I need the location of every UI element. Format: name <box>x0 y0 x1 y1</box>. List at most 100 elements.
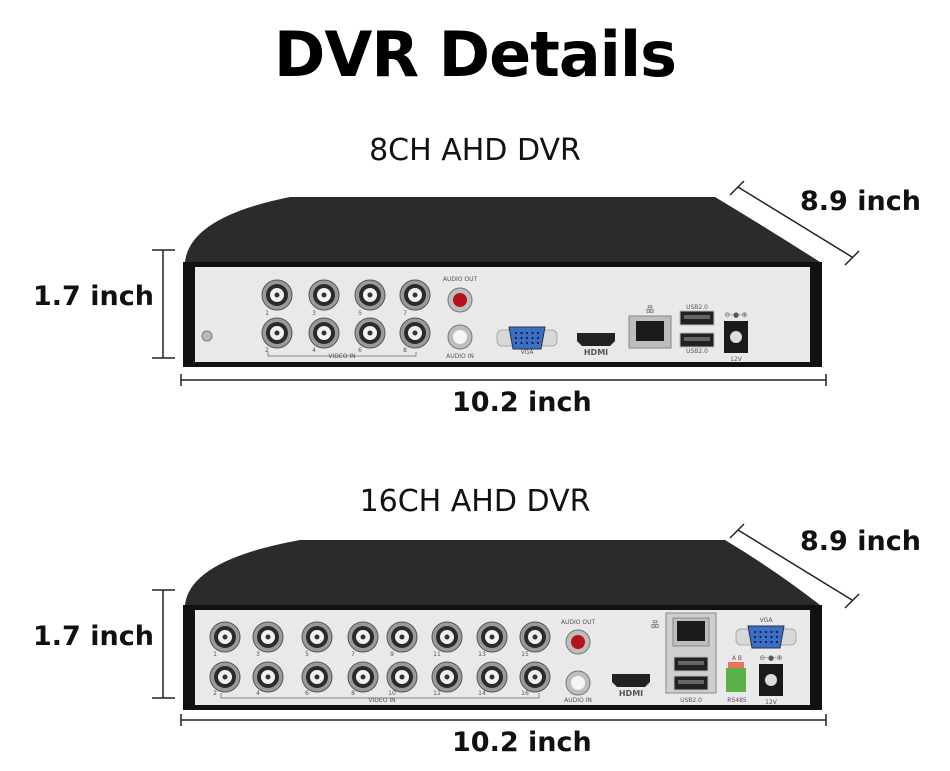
channel-number: 4 <box>256 690 260 697</box>
vga-pin <box>770 631 773 633</box>
bnc-pin <box>360 674 366 680</box>
bnc-pin <box>532 634 538 640</box>
video-in-bracket <box>267 352 417 357</box>
bnc-connector <box>347 621 379 653</box>
bnc-pin <box>444 674 450 680</box>
vga-pin <box>770 641 773 643</box>
audio-in-port <box>453 330 467 344</box>
vga-pin <box>531 337 534 339</box>
audio-in-label: AUDIO IN <box>446 353 474 360</box>
channel-number: 3 <box>256 651 260 658</box>
vga-pin <box>531 342 534 344</box>
height-label-8ch: 1.7 inch <box>33 281 154 312</box>
vga-pin <box>776 636 778 638</box>
vga-pin <box>515 337 517 339</box>
vga-pin <box>520 337 523 339</box>
ethernet-port <box>636 321 664 341</box>
channel-number: 3 <box>312 310 316 317</box>
bnc-connector <box>476 661 508 693</box>
channel-number: 1 <box>265 310 269 317</box>
bnc-connector <box>261 279 293 311</box>
channel-number: 12 <box>433 690 441 697</box>
model-title-8ch: 8CH AHD DVR <box>369 133 581 168</box>
bnc-connector <box>519 661 551 693</box>
channel-number: 10 <box>388 690 396 697</box>
bnc-pin <box>367 330 373 336</box>
channel-number: 5 <box>305 651 309 658</box>
bnc-connector <box>386 661 418 693</box>
bnc-connector <box>519 621 551 653</box>
bnc-connector <box>301 621 333 653</box>
bnc-connector <box>261 317 293 349</box>
rs485-pins-label: A B <box>732 655 742 662</box>
model-title-16ch: 16CH AHD DVR <box>359 484 591 519</box>
channel-number: 2 <box>213 690 217 697</box>
bnc-connector <box>308 279 340 311</box>
channel-number: 6 <box>358 347 362 354</box>
depth-label-16ch: 8.9 inch <box>800 526 921 557</box>
vga-pin <box>526 342 528 344</box>
channel-number: 8 <box>351 690 355 697</box>
bnc-connector <box>476 621 508 653</box>
bnc-connector <box>354 317 386 349</box>
vga-pin <box>531 332 534 334</box>
video-in-bracket <box>220 693 540 699</box>
channel-number: 1 <box>213 651 217 658</box>
channel-number: 15 <box>521 651 529 658</box>
bnc-connector <box>308 317 340 349</box>
bnc-pin <box>222 634 228 640</box>
bnc-connector <box>386 621 418 653</box>
bnc-pin <box>367 292 373 298</box>
depth-tick <box>844 250 860 266</box>
video-in-label: VIDEO IN <box>368 697 395 704</box>
audio-in-label: AUDIO IN <box>564 697 592 704</box>
channel-number: 9 <box>390 651 394 658</box>
bnc-pin <box>274 292 280 298</box>
hdmi-label: HDMI <box>584 348 608 357</box>
vga-pin <box>537 337 539 339</box>
network-icon: 品 <box>646 305 654 314</box>
usb-label: USB2.0 <box>686 304 708 311</box>
bnc-connector <box>301 661 333 693</box>
dvr-top-cover <box>185 197 820 262</box>
vga-pin <box>770 636 773 638</box>
vga-pin <box>520 332 523 334</box>
depth-tick <box>844 593 860 609</box>
bnc-connector <box>209 621 241 653</box>
video-in-label: VIDEO IN <box>328 353 355 360</box>
vga-pin <box>759 631 762 633</box>
channel-number: 2 <box>265 347 269 354</box>
vga-pin <box>515 342 517 344</box>
network-icon: 品 <box>651 620 659 629</box>
channel-number: 7 <box>351 651 355 658</box>
bnc-connector <box>347 661 379 693</box>
vga-pin <box>759 636 762 638</box>
channel-number: 7 <box>403 310 407 317</box>
power-polarity: ⊖-●-⊕ <box>725 311 748 319</box>
vga-pin <box>776 631 778 633</box>
bnc-connector <box>354 279 386 311</box>
bnc-connector <box>209 661 241 693</box>
vga-label: VGA <box>760 617 774 624</box>
bnc-pin <box>399 674 405 680</box>
channel-number: 6 <box>305 690 309 697</box>
vga-label: VGA <box>521 349 535 356</box>
usb-label: USB2.0 <box>686 348 708 355</box>
rs485-latch <box>728 662 744 669</box>
vga-pin <box>526 332 528 334</box>
usb-tongue <box>678 680 704 684</box>
bnc-pin <box>222 674 228 680</box>
dvr-top-cover <box>185 540 820 605</box>
bnc-connector <box>431 621 463 653</box>
depth-tick <box>729 523 745 539</box>
vga-pin <box>776 641 778 643</box>
rs485-label: RS485 <box>727 697 747 704</box>
vga-pin <box>754 636 756 638</box>
hdmi-label: HDMI <box>619 689 643 698</box>
power-label: 12V <box>730 356 743 363</box>
bnc-pin <box>399 634 405 640</box>
vga-pin <box>765 641 767 643</box>
usb-label: USB2.0 <box>680 697 702 704</box>
channel-number: 5 <box>358 310 362 317</box>
